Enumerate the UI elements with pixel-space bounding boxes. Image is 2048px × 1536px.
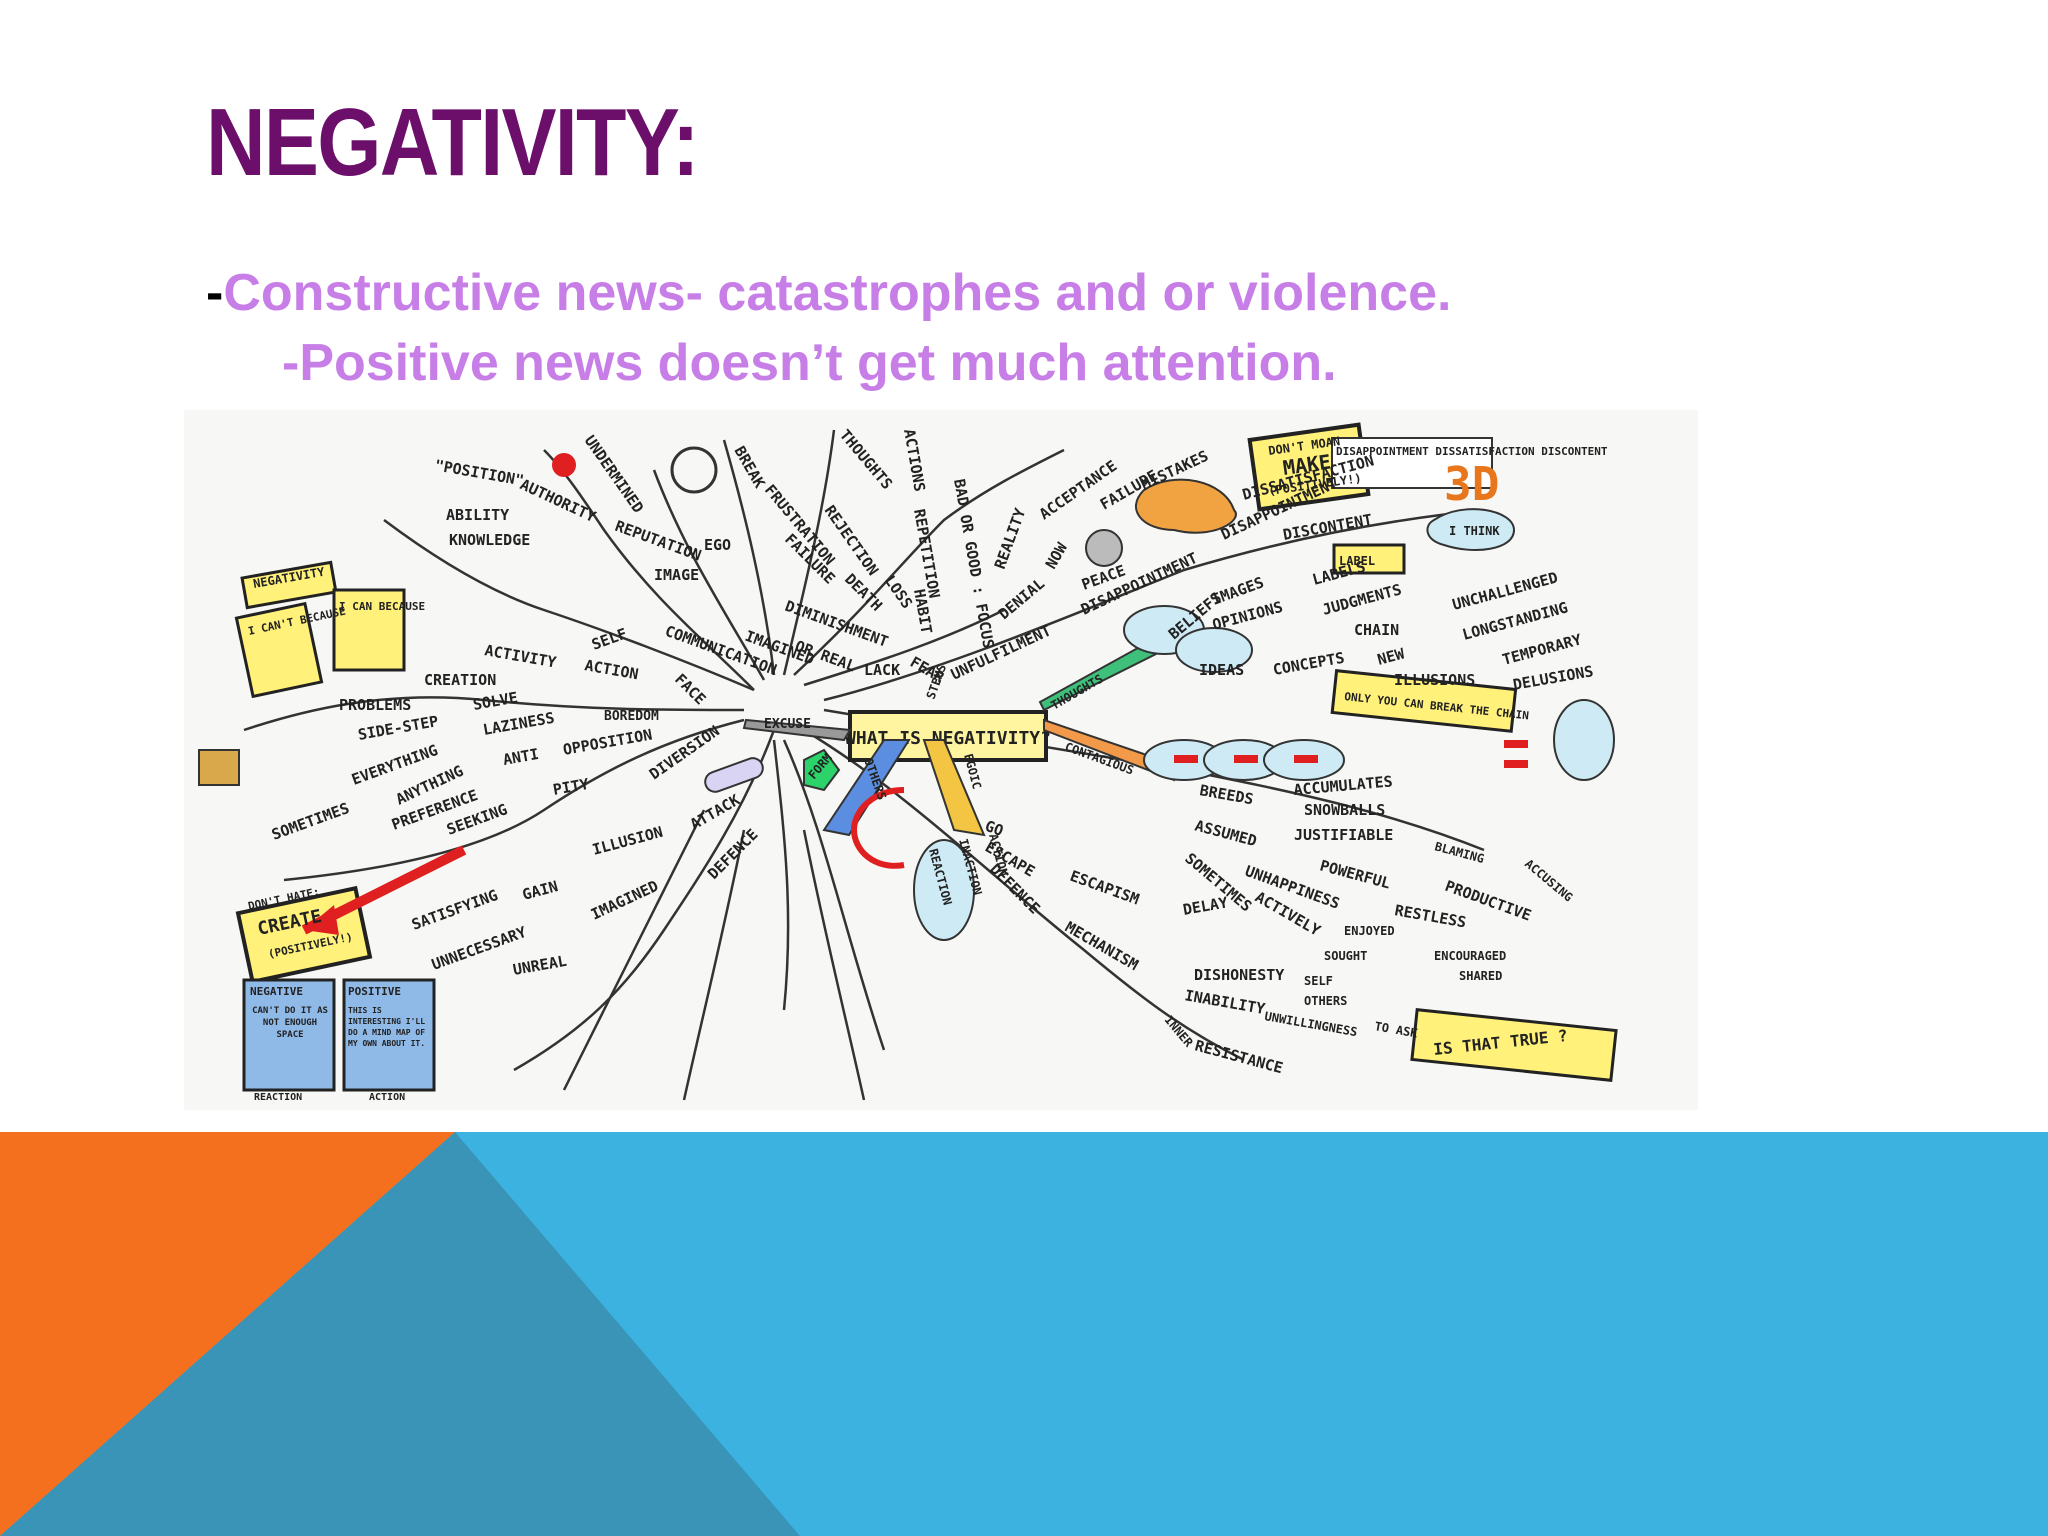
mind-map-image: WHAT IS NEGATIVITY? [184,410,1698,1110]
mm-i-can: I CAN BECAUSE [339,600,425,613]
mm-knowledge: KNOWLEDGE [449,531,530,549]
bullet-2: -Positive news doesn’t get much attentio… [206,328,1451,398]
footer-decoration [0,1132,2048,1536]
mm-shared: SHARED [1459,969,1502,983]
mm-negative-body: CAN'T DO IT AS NOT ENOUGH SPACE [252,1006,328,1040]
mm-illusions: ILLUSIONS [1394,671,1475,689]
mm-negative-box: NEGATIVE [250,985,303,998]
mm-positive-body: THIS IS INTERESTING I'LL DO A MIND MAP O… [348,1006,426,1048]
mm-snowballs: SNOWBALLS [1304,801,1385,819]
mm-sought: SOUGHT [1324,949,1367,963]
mm-enjoyed: ENJOYED [1344,924,1395,938]
mm-problems: PROBLEMS [339,696,411,714]
box-drawing [198,749,240,786]
mm-others2: OTHERS [1304,994,1347,1008]
mm-action-label: ACTION [369,1092,405,1103]
mm-ability: ABILITY [446,506,509,524]
mm-label: LABEL [1339,554,1375,568]
bullet-1-text: Constructive news- catastrophes and or v… [223,264,1452,322]
bullet-1: -Constructive news- catastrophes and or … [206,258,1451,328]
mm-boredom: BOREDOM [604,709,659,724]
mm-chain: CHAIN [1354,621,1399,639]
mm-3d: 3D [1444,457,1499,511]
mm-positive-box: POSITIVE [348,985,401,998]
bullet-1-dash: - [206,264,224,322]
mm-ego: EGO [704,536,731,554]
mm-self2: SELF [1304,974,1333,988]
mm-anti: ANTI [502,745,541,769]
mm-ideas: IDEAS [1199,661,1244,679]
mm-justifiable: JUSTIFIABLE [1294,826,1393,844]
mm-excuse: EXCUSE [764,717,811,732]
mm-disappointment-note: DISAPPOINTMENT DISSATISFACTION DISCONTEN… [1336,445,1608,458]
bullet-2-text: -Positive news doesn’t get much attentio… [282,334,1337,392]
mm-encouraged: ENCOURAGED [1434,949,1506,963]
mm-lack: LACK [864,661,900,679]
svg-text:WHAT IS NEGATIVITY?: WHAT IS NEGATIVITY? [845,728,1051,749]
mm-reaction-label: REACTION [254,1092,302,1103]
slide-title: NEGATIVITY: [206,89,699,196]
mm-go: GO [983,817,1006,840]
mm-creation: CREATION [424,671,496,689]
bullet-list: -Constructive news- catastrophes and or … [206,258,1451,398]
footer-teal-triangle [0,1132,800,1536]
mm-image: IMAGE [654,566,699,584]
mm-pity: PITY [552,775,591,799]
mm-i-think: I THINK [1449,524,1500,538]
mm-dishonesty: DISHONESTY [1194,966,1284,984]
